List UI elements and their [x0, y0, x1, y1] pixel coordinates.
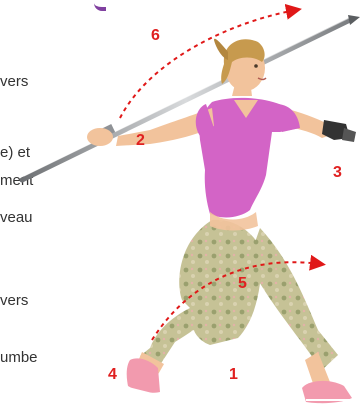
- step-number-5: 5: [238, 275, 247, 293]
- back-leg: [248, 228, 354, 403]
- step-number-1: 1: [229, 366, 238, 384]
- javelin: [22, 15, 360, 180]
- step-number-4: 4: [108, 366, 117, 384]
- step-number-6: 6: [151, 27, 160, 45]
- throwing-arm: [87, 104, 214, 146]
- front-leg: [127, 220, 262, 396]
- step-number-3: 3: [333, 164, 342, 182]
- step-number-2: 2: [136, 132, 145, 150]
- head: [214, 39, 266, 96]
- front-arm: [276, 104, 356, 142]
